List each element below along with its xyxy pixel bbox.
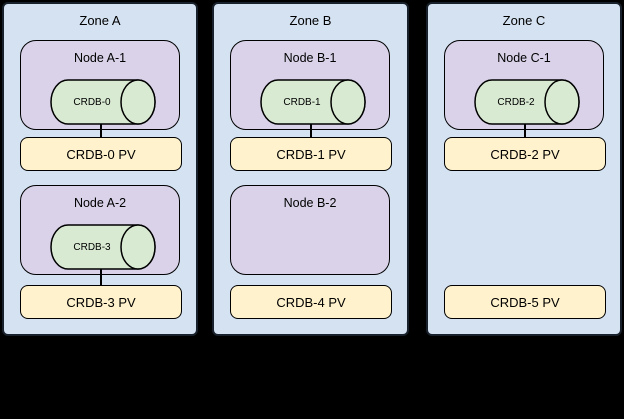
node-a-2: Node A-2 CRDB-3	[20, 185, 180, 275]
pv-crdb-5: CRDB-5 PV	[444, 285, 606, 319]
zone-b-title: Zone B	[289, 13, 332, 28]
zone-a-title: Zone A	[79, 13, 121, 28]
connector-crdb-2-to-pv	[524, 124, 526, 137]
pv-crdb-5-label: CRDB-5 PV	[490, 294, 560, 310]
pv-crdb-1: CRDB-1 PV	[230, 137, 392, 171]
node-a-1-title: Node A-1	[73, 51, 127, 65]
node-b-2: Node B-2	[230, 185, 390, 275]
connector-crdb-1-to-pv	[310, 124, 312, 137]
pv-crdb-0-label: CRDB-0 PV	[66, 146, 136, 162]
crdb-3-pod-label: CRDB-3	[73, 241, 111, 253]
pv-crdb-3-label: CRDB-3 PV	[66, 294, 136, 310]
node-b-2-title: Node B-2	[283, 196, 337, 210]
zone-b: Zone B Node B-1 CRDB-1 CRDB-1 PV Node B-…	[212, 2, 409, 336]
crdb-0-pod-label: CRDB-0	[73, 96, 111, 108]
node-b-1-title: Node B-1	[283, 51, 337, 65]
node-c-1: Node C-1 CRDB-2	[444, 40, 604, 130]
node-b-1: Node B-1 CRDB-1	[230, 40, 390, 130]
crdb-3-pod-cylinder: CRDB-3	[50, 224, 156, 270]
cylinder-shape-icon	[50, 224, 156, 270]
node-a-2-title: Node A-2	[73, 196, 127, 210]
node-c-1-title: Node C-1	[497, 51, 551, 65]
cylinder-shape-icon	[260, 79, 366, 125]
crdb-1-pod-label: CRDB-1	[283, 96, 321, 108]
pv-crdb-3: CRDB-3 PV	[20, 285, 182, 319]
pv-crdb-2: CRDB-2 PV	[444, 137, 606, 171]
cylinder-shape-icon	[474, 79, 580, 125]
pv-crdb-1-label: CRDB-1 PV	[276, 146, 346, 162]
zone-a: Zone A Node A-1 CRDB-0 CRDB-0 PV Node A-…	[2, 2, 198, 336]
pv-crdb-4: CRDB-4 PV	[230, 285, 392, 319]
cylinder-shape-icon	[50, 79, 156, 125]
node-a-1: Node A-1 CRDB-0	[20, 40, 180, 130]
crdb-2-pod-label: CRDB-2	[497, 96, 535, 108]
zone-c: Zone C Node C-1 CRDB-2 CRDB-2 PV CRDB-5 …	[426, 2, 622, 336]
connector-crdb-3-to-pv	[100, 269, 102, 285]
pv-crdb-2-label: CRDB-2 PV	[490, 146, 560, 162]
pv-crdb-0: CRDB-0 PV	[20, 137, 182, 171]
crdb-1-pod-cylinder: CRDB-1	[260, 79, 366, 125]
crdb-2-pod-cylinder: CRDB-2	[474, 79, 580, 125]
pv-crdb-4-label: CRDB-4 PV	[276, 294, 346, 310]
zone-c-title: Zone C	[502, 13, 546, 28]
connector-crdb-0-to-pv	[100, 124, 102, 137]
crdb-0-pod-cylinder: CRDB-0	[50, 79, 156, 125]
